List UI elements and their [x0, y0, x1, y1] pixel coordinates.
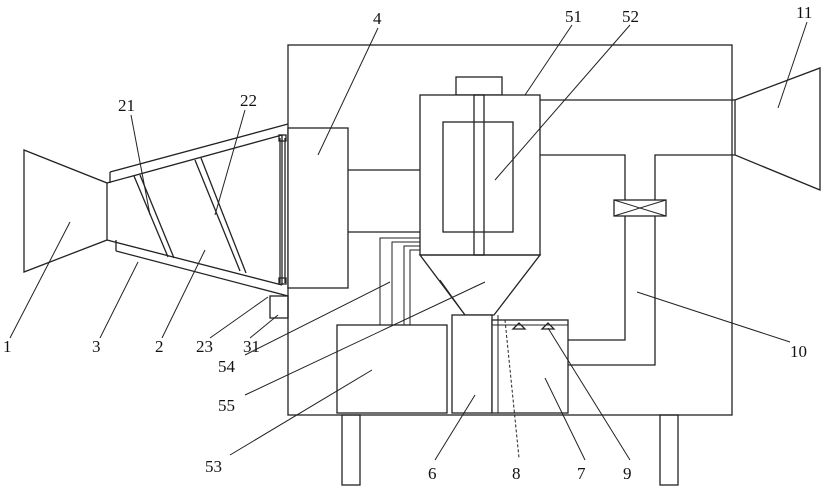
label-22: 22 — [240, 91, 257, 110]
label-52: 52 — [622, 7, 639, 26]
hopper-55 — [420, 255, 540, 315]
inlet-funnel — [24, 150, 107, 272]
box-6 — [452, 315, 492, 413]
label-9: 9 — [623, 464, 632, 483]
fan-box-4 — [288, 128, 348, 288]
outlet-funnel-11 — [735, 68, 820, 190]
left-leg — [342, 415, 360, 485]
label-3: 3 — [92, 337, 101, 356]
pipe-10 — [540, 100, 735, 365]
bracket-31 — [270, 296, 288, 318]
label-11: 11 — [796, 3, 812, 22]
label-8: 8 — [512, 464, 521, 483]
right-leg — [660, 415, 678, 485]
label-55: 55 — [218, 396, 235, 415]
pipe-54 — [380, 238, 420, 325]
label-51: 51 — [565, 7, 582, 26]
box-7 — [492, 320, 568, 413]
valve — [614, 200, 666, 216]
label-10: 10 — [790, 342, 807, 361]
screen-21 — [134, 175, 174, 258]
label-1: 1 — [3, 337, 12, 356]
label-54: 54 — [218, 357, 236, 376]
label-2: 2 — [155, 337, 164, 356]
label-23: 23 — [196, 337, 213, 356]
box-53 — [337, 325, 447, 413]
label-4: 4 — [373, 9, 382, 28]
label-53: 53 — [205, 457, 222, 476]
motor-cap — [456, 77, 502, 95]
label-21: 21 — [118, 96, 135, 115]
label-6: 6 — [428, 464, 437, 483]
label-7: 7 — [577, 464, 586, 483]
label-31: 31 — [243, 337, 260, 356]
separator-51 — [420, 95, 540, 255]
